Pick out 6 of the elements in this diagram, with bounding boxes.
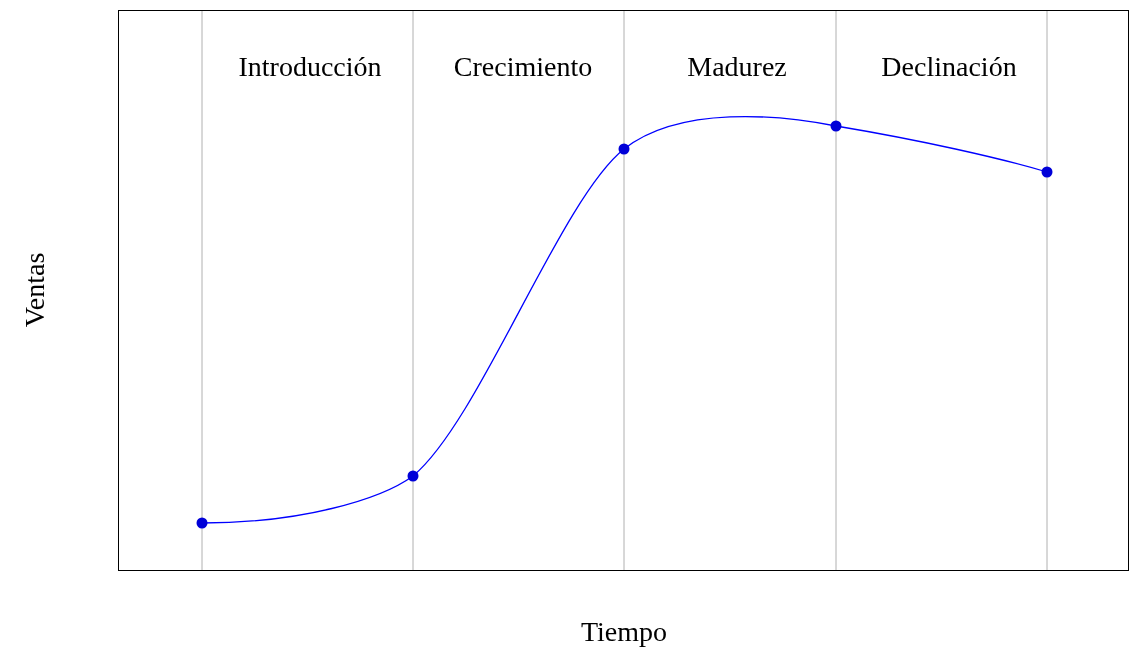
stage-label: Declinación: [881, 53, 1017, 81]
axis-label: Ventas: [21, 252, 49, 328]
axis-label: Tiempo: [580, 618, 668, 646]
stage-label: Madurez: [687, 53, 787, 81]
stage-label: Crecimiento: [453, 53, 593, 81]
stage-label: Introducción: [238, 53, 382, 81]
